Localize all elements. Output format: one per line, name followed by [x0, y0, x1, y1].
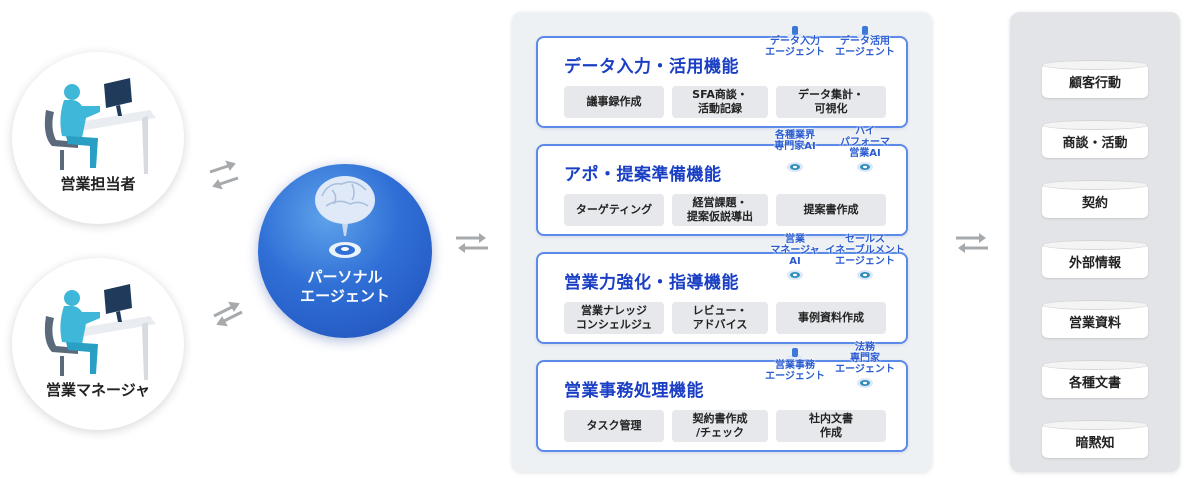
feature-panel: データ入力・活用機能 データ入力 エージェント データ活用 エージェント 議事録… [512, 12, 932, 472]
user-label-sales-manager: 営業マネージャ [46, 381, 150, 399]
bidirectional-arrow-icon [456, 233, 488, 253]
function-chip: 事例資料作成 [776, 302, 886, 334]
target-icon [787, 270, 803, 280]
function-chip: 提案書作成 [776, 194, 886, 226]
agent-badge: ハイ パフォーマ 営業AI [834, 126, 896, 192]
data-store-label: 外部情報 [1068, 256, 1121, 271]
user-sales-manager: 営業マネージャ [12, 258, 184, 430]
data-store-label: 暗黙知 [1075, 436, 1115, 451]
bidirectional-arrow-icon [213, 301, 243, 327]
data-store: 暗黙知 [1042, 420, 1148, 458]
data-store: 各種文書 [1042, 360, 1148, 398]
agent-badge: データ活用 エージェント [834, 26, 896, 84]
agent-badge: データ入力 エージェント [764, 26, 826, 84]
feature-card-data-entry: データ入力・活用機能 データ入力 エージェント データ活用 エージェント 議事録… [536, 26, 908, 128]
target-icon [857, 162, 873, 172]
function-chip: 契約書作成 /チェック [672, 410, 768, 442]
feature-card-sales-enablement: 営業力強化・指導機能 営業 マネージャ AI セールス イネーブルメント エージ… [536, 234, 908, 344]
agent-badge: セールス イネーブルメント エージェント [820, 234, 910, 300]
data-store-label: 商談・活動 [1062, 136, 1128, 151]
feature-title: 営業力強化・指導機能 [564, 273, 739, 293]
agent-badge: 営業事務 エージェント [764, 348, 826, 408]
data-store: 商談・活動 [1042, 120, 1148, 158]
feature-title: データ入力・活用機能 [564, 57, 739, 77]
data-store: 顧客行動 [1042, 60, 1148, 98]
agent-badge: 営業 マネージャ AI [764, 234, 826, 300]
agent-node-icon [857, 26, 873, 39]
target-icon [857, 270, 873, 280]
person-at-desk-icon [44, 78, 156, 174]
function-chip: SFA商談・ 活動記録 [672, 86, 768, 118]
person-at-desk-icon [44, 284, 156, 380]
feature-card-sales-admin: 営業事務処理機能 営業事務 エージェント 法務 専門家 エージェント タスク管理… [536, 342, 908, 452]
brain-icon [315, 176, 375, 258]
user-sales-rep: 営業担当者 [12, 52, 184, 224]
data-store-label: 営業資料 [1068, 316, 1121, 331]
data-store-label: 契約 [1081, 196, 1108, 211]
function-chip: 社内文書 作成 [776, 410, 886, 442]
function-chip: 営業ナレッジ コンシェルジュ [564, 302, 664, 334]
agent-node-icon [787, 26, 803, 39]
data-store: 外部情報 [1042, 240, 1148, 278]
personal-agent-node: パーソナル エージェント [258, 164, 432, 338]
feature-card-appointment-prep: アポ・提案準備機能 各種業界 専門家AI ハイ パフォーマ 営業AI ターゲティ… [536, 126, 908, 236]
agent-label-line2: エージェント [300, 287, 390, 305]
target-icon [787, 162, 803, 172]
agent-badge: 各種業界 専門家AI [764, 130, 826, 192]
data-store-label: 各種文書 [1068, 376, 1121, 391]
agent-badge: 法務 専門家 エージェント [834, 342, 896, 408]
function-chip: ターゲティング [564, 194, 664, 226]
bidirectional-arrow-icon [209, 160, 239, 190]
function-chip: データ集計・ 可視化 [776, 86, 886, 118]
data-store-label: 顧客行動 [1068, 76, 1121, 91]
data-store-panel: 顧客行動 商談・活動 契約 外部情報 営業資料 各種文書 暗黙知 [1010, 12, 1180, 472]
agent-label-line1: パーソナル [307, 268, 383, 286]
data-store: 営業資料 [1042, 300, 1148, 338]
feature-title: アポ・提案準備機能 [564, 165, 722, 185]
function-chip: 議事録作成 [564, 86, 664, 118]
target-icon [857, 378, 873, 388]
function-chip: レビュー・ アドバイス [672, 302, 768, 334]
function-chip: 経営課題・ 提案仮説導出 [672, 194, 768, 226]
agent-node-icon [787, 348, 803, 361]
data-store: 契約 [1042, 180, 1148, 218]
user-label-sales-rep: 営業担当者 [60, 175, 136, 193]
feature-title: 営業事務処理機能 [564, 381, 704, 401]
function-chip: タスク管理 [564, 410, 664, 442]
bidirectional-arrow-icon [956, 233, 988, 253]
